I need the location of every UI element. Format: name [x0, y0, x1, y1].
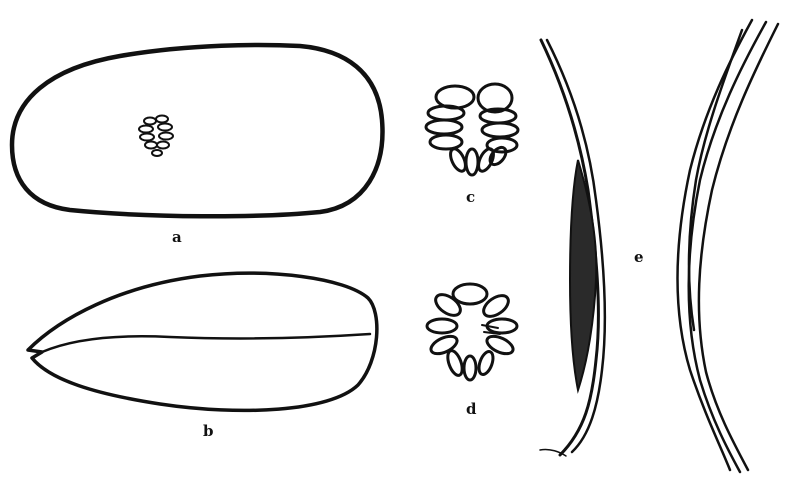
label-b: b — [203, 424, 214, 439]
panel-c-cross-section — [426, 84, 518, 175]
panel-e-fibre-left — [540, 40, 605, 456]
label-e: e — [634, 250, 644, 265]
label-d: d — [466, 402, 477, 417]
label-a: a — [172, 230, 182, 245]
panel-d-cross-section — [427, 284, 517, 380]
panel-a-rosette — [139, 116, 173, 157]
panel-b-seed-side-view — [28, 273, 377, 410]
label-c: c — [466, 190, 475, 205]
panel-a-seed-outline — [12, 45, 382, 216]
panel-e-fibre-right — [678, 20, 778, 472]
